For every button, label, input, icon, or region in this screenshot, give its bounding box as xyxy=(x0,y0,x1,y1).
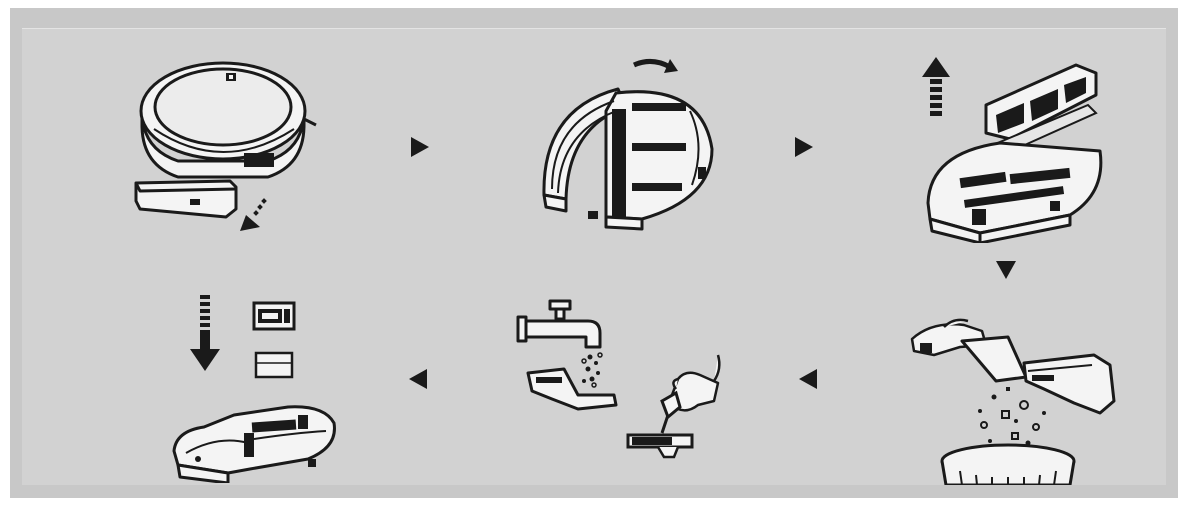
arrow-step1-to-step2 xyxy=(408,135,432,159)
play-left-icon xyxy=(796,367,820,391)
arrow-step5-to-step6 xyxy=(406,367,430,391)
step-3-lift-filter xyxy=(900,43,1120,243)
step-6-reinstall-filter xyxy=(158,283,378,483)
play-down-icon xyxy=(994,257,1018,281)
diagram-panel xyxy=(22,28,1166,485)
robot-vacuum-remove-dustbin-icon xyxy=(118,49,338,249)
lift-out-filter-icon xyxy=(900,43,1120,243)
step-1-remove-dustbin xyxy=(118,49,338,249)
open-dustbin-lid-icon xyxy=(522,49,742,249)
reinstall-filter-icon xyxy=(158,283,378,483)
step-2-open-lid xyxy=(522,49,742,249)
wash-and-brush-filter-icon xyxy=(508,285,728,485)
play-right-icon xyxy=(792,135,816,159)
arrow-step4-to-step5 xyxy=(796,367,820,391)
arrow-step2-to-step3 xyxy=(792,135,816,159)
arrow-step3-to-step4 xyxy=(994,257,1018,281)
step-5-wash-filter xyxy=(508,285,728,485)
step-4-empty-dustbin xyxy=(904,285,1124,485)
diagram-frame xyxy=(10,8,1178,498)
empty-dustbin-into-trash-icon xyxy=(904,285,1124,485)
play-right-icon xyxy=(408,135,432,159)
play-left-icon xyxy=(406,367,430,391)
